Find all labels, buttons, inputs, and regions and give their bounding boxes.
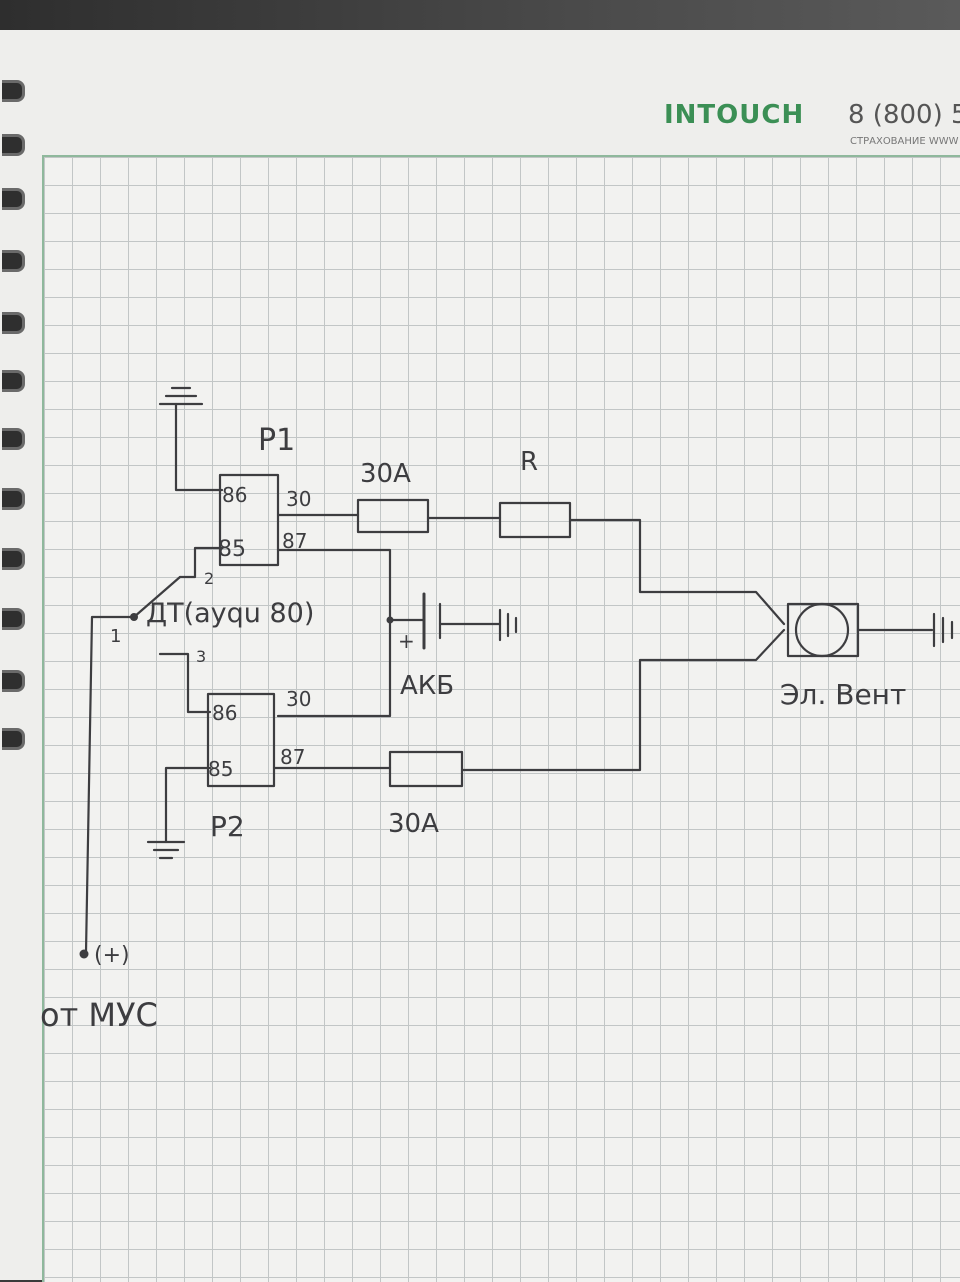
supply-source: от МУС <box>40 996 158 1034</box>
spiral-ring <box>2 728 25 750</box>
spiral-ring <box>2 670 25 692</box>
relay-p1-pin87: 87 <box>282 529 307 553</box>
fan-motor <box>786 602 954 658</box>
sensor-pin1: 1 <box>110 626 121 647</box>
wire <box>276 548 392 718</box>
spiral-ring <box>2 312 25 334</box>
fuse-bottom <box>388 750 464 788</box>
temperature-switch <box>84 575 212 954</box>
sensor-label: ДТ(ayqu 80) <box>146 598 314 629</box>
relay-p1-label: P1 <box>258 423 295 458</box>
supply-plus: (+) <box>94 943 130 968</box>
ground-symbol <box>158 386 224 492</box>
relay-p1 <box>218 473 280 567</box>
brand-tagline: СТРАХОВАНИЕ WWW <box>850 136 959 147</box>
wire <box>568 518 786 626</box>
fuse-bottom-label: 30A <box>388 809 439 839</box>
relay-p1-pin85: 85 <box>218 537 246 562</box>
spiral-ring <box>2 608 25 630</box>
relay-p1-pin86: 86 <box>222 483 247 507</box>
relay-p2-pin87: 87 <box>280 745 305 769</box>
relay-p2-pin85: 85 <box>208 757 233 781</box>
grid-paper <box>42 155 960 1282</box>
spiral-ring <box>2 370 25 392</box>
battery-label: АКБ <box>400 671 454 701</box>
fuse-top <box>356 498 430 534</box>
relay-p1-pin30: 30 <box>286 487 311 511</box>
junction-dot <box>130 613 138 621</box>
spiral-binding <box>0 60 30 1280</box>
spiral-ring <box>2 488 25 510</box>
phone-number: 8 (800) 5 <box>848 100 960 130</box>
wire <box>178 546 224 579</box>
spiral-ring <box>2 134 25 156</box>
spiral-ring <box>2 428 25 450</box>
resistor-label: R <box>520 447 538 477</box>
fuse-top-label: 30A <box>360 459 411 489</box>
junction-dot <box>79 949 89 959</box>
sensor-pin3: 3 <box>196 647 206 666</box>
relay-p2-pin30: 30 <box>286 687 311 711</box>
junction-dot <box>386 616 394 624</box>
resistor <box>498 501 572 539</box>
relay-p2-pin86: 86 <box>212 701 237 725</box>
battery-akb <box>388 592 518 650</box>
wire <box>460 628 786 772</box>
brand-logo: INTOUCH <box>664 100 805 130</box>
spiral-ring <box>2 548 25 570</box>
fan-label: Эл. Вент <box>780 678 906 711</box>
relay-p2 <box>206 692 276 788</box>
sensor-pin2: 2 <box>204 569 214 588</box>
spiral-ring <box>2 188 25 210</box>
ground-symbol <box>146 766 212 860</box>
spiral-ring <box>2 80 25 102</box>
relay-p2-label: P2 <box>210 810 245 843</box>
spiral-ring <box>2 250 25 272</box>
battery-plus: + <box>398 629 415 653</box>
